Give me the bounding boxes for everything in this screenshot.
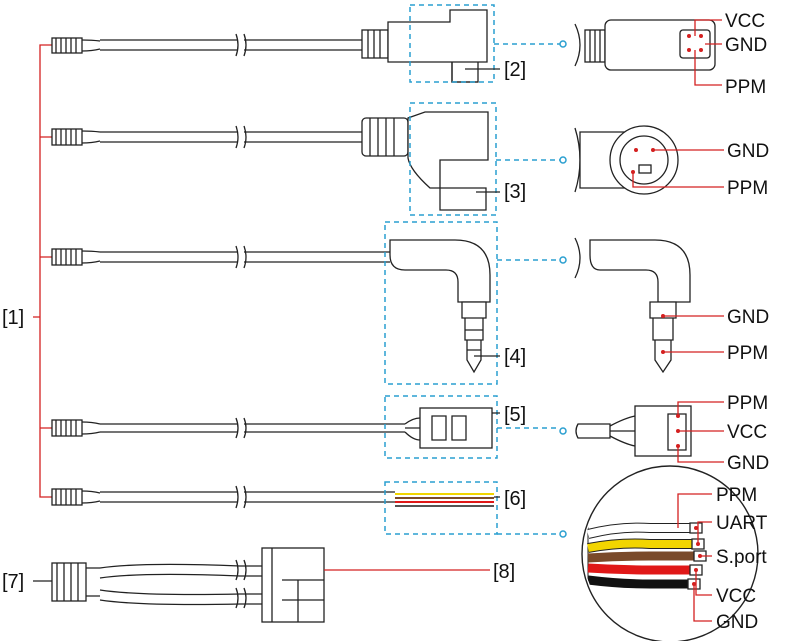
pin-label-c5-ppm: PPM — [727, 393, 768, 414]
cable-row-3 — [51, 221, 498, 385]
servo-connector — [419, 407, 493, 449]
detail-connector-4 — [574, 237, 724, 374]
pin-label-c3-gnd: GND — [727, 141, 769, 162]
cable-strain-relief — [361, 29, 389, 59]
jst-connector — [51, 488, 83, 506]
harness-housing — [261, 547, 325, 623]
ref-label-1: [1] — [2, 307, 24, 329]
cable-row-1 — [51, 4, 495, 83]
ref-label-5: [5] — [504, 404, 526, 426]
harness-7-8 — [51, 547, 490, 623]
pin-label-c6-gnd: GND — [716, 612, 758, 633]
pin-label-c5-vcc: VCC — [727, 422, 767, 443]
pin-label-c6-sport: S.port — [716, 547, 767, 568]
pin-label-c4-ppm: PPM — [727, 343, 768, 364]
harness-plug — [51, 562, 87, 602]
ref-label-7: [7] — [2, 571, 24, 593]
cable-strain-relief — [361, 117, 409, 157]
pin-label-c6-vcc: VCC — [716, 586, 756, 607]
pin-label-c4-gnd: GND — [727, 307, 769, 328]
detail-leaders — [494, 40, 567, 538]
pin-label-c6-ppm: PPM — [716, 485, 757, 506]
cable-bundle-bracket — [33, 44, 52, 498]
ref-label-2: [2] — [504, 59, 526, 81]
ref-label-3: [3] — [504, 181, 526, 203]
jst-connector — [51, 128, 83, 146]
pin-label-c3-ppm: PPM — [727, 178, 768, 199]
pin-label-c2-gnd: GND — [725, 35, 767, 56]
pin-label-c6-uart: UART — [716, 513, 768, 534]
pin-label-c2-vcc: VCC — [725, 11, 765, 32]
detail-connector-3 — [574, 125, 724, 195]
jst-connector — [51, 419, 83, 437]
detail-connector-5 — [575, 401, 724, 463]
pin-label-c5-gnd: GND — [727, 453, 769, 474]
jst-connector — [51, 37, 83, 54]
ref-label-6: [6] — [504, 488, 526, 510]
cable-row-5 — [51, 481, 498, 535]
cable-row-4 — [51, 395, 498, 459]
ref-label-8: [8] — [493, 561, 515, 583]
cable-row-2 — [51, 102, 497, 216]
jst-connector — [51, 248, 83, 266]
detail-wire-bundle-6 — [581, 465, 759, 641]
pin-label-c2-ppm: PPM — [725, 77, 766, 98]
ref-label-4: [4] — [504, 346, 526, 368]
detail-connector-2 — [574, 19, 722, 86]
